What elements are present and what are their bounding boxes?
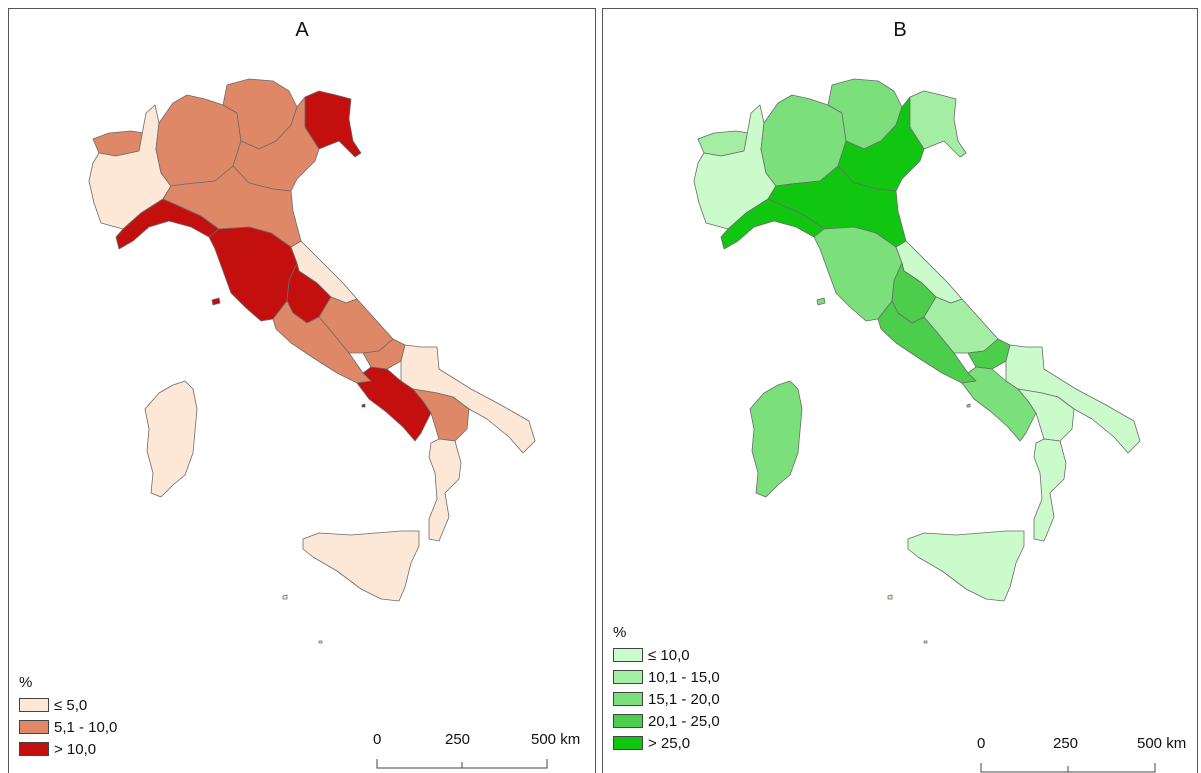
legend-heading-a: % (19, 674, 33, 691)
legend-a: % ≤ 5,0 5,1 - 10,0 > 10,0 (19, 673, 117, 759)
legend-item: ≤ 10,0 (613, 645, 720, 665)
legend-label: 5,1 - 10,0 (54, 718, 118, 736)
scale-tick-500: 500 km (1137, 735, 1187, 752)
legend-item: ≤ 5,0 (19, 695, 117, 715)
region-sardegna (144, 380, 198, 498)
island-lampedusa (318, 640, 323, 644)
region-friuli (304, 90, 362, 158)
scale-line-a (376, 759, 548, 769)
scale-tick-250: 250 (445, 731, 471, 748)
region-calabria (428, 438, 462, 542)
scale-tick-0: 0 (977, 735, 986, 752)
panel-title-b: B (893, 19, 907, 41)
region-friuli (909, 90, 967, 158)
scale-tick-0: 0 (373, 731, 382, 748)
region-veneto (232, 96, 320, 192)
scale-bar-a: 0 250 500 km (371, 731, 595, 771)
italy-map-b (693, 78, 1141, 644)
legend-swatch (613, 736, 643, 750)
legend-item: 20,1 - 25,0 (613, 711, 720, 731)
region-calabria (1033, 438, 1067, 542)
legend-item: 5,1 - 10,0 (19, 717, 117, 737)
region-basilicata (1017, 388, 1075, 442)
map-panel-b: B (602, 8, 1198, 773)
legend-item: 10,1 - 15,0 (613, 667, 720, 687)
scale-tick-500: 500 km (531, 731, 581, 748)
legend-swatch (19, 742, 49, 756)
legend-item: > 25,0 (613, 733, 720, 753)
legend-swatch (613, 670, 643, 684)
legend-label: 10,1 - 15,0 (648, 668, 720, 686)
island-capri (361, 403, 366, 408)
legend-label: > 10,0 (54, 740, 97, 758)
panel-title-a: A (295, 19, 309, 41)
legend-item: 15,1 - 20,0 (613, 689, 720, 709)
island-lampedusa (923, 640, 928, 644)
region-sardegna (749, 380, 803, 498)
legend-swatch (613, 692, 643, 706)
island-capri (966, 403, 971, 408)
legend-label: > 25,0 (648, 734, 691, 752)
legend-swatch (19, 698, 49, 712)
island-pantelleria (887, 594, 893, 600)
scale-bar-b: 0 250 500 km (975, 735, 1197, 773)
legend-label: ≤ 10,0 (648, 646, 690, 664)
italy-map-a (88, 78, 536, 644)
legend-swatch (613, 648, 643, 662)
legend-b: % ≤ 10,0 10,1 - 15,0 15,1 - 20,0 20,1 - … (613, 623, 720, 753)
legend-swatch (19, 720, 49, 734)
legend-label: ≤ 5,0 (54, 696, 88, 714)
island-elba (816, 297, 826, 306)
scale-line-b (980, 763, 1156, 773)
legend-label: 15,1 - 20,0 (648, 690, 720, 708)
region-sicilia (302, 530, 420, 602)
region-basilicata (412, 388, 470, 442)
region-veneto (837, 96, 925, 192)
region-sicilia (907, 530, 1025, 602)
island-elba (211, 297, 221, 306)
legend-item: > 10,0 (19, 739, 117, 759)
legend-heading-b: % (613, 624, 627, 641)
scale-tick-250: 250 (1053, 735, 1079, 752)
island-pantelleria (282, 594, 288, 600)
map-panel-a: A (8, 8, 596, 773)
legend-label: 20,1 - 25,0 (648, 712, 720, 730)
legend-swatch (613, 714, 643, 728)
